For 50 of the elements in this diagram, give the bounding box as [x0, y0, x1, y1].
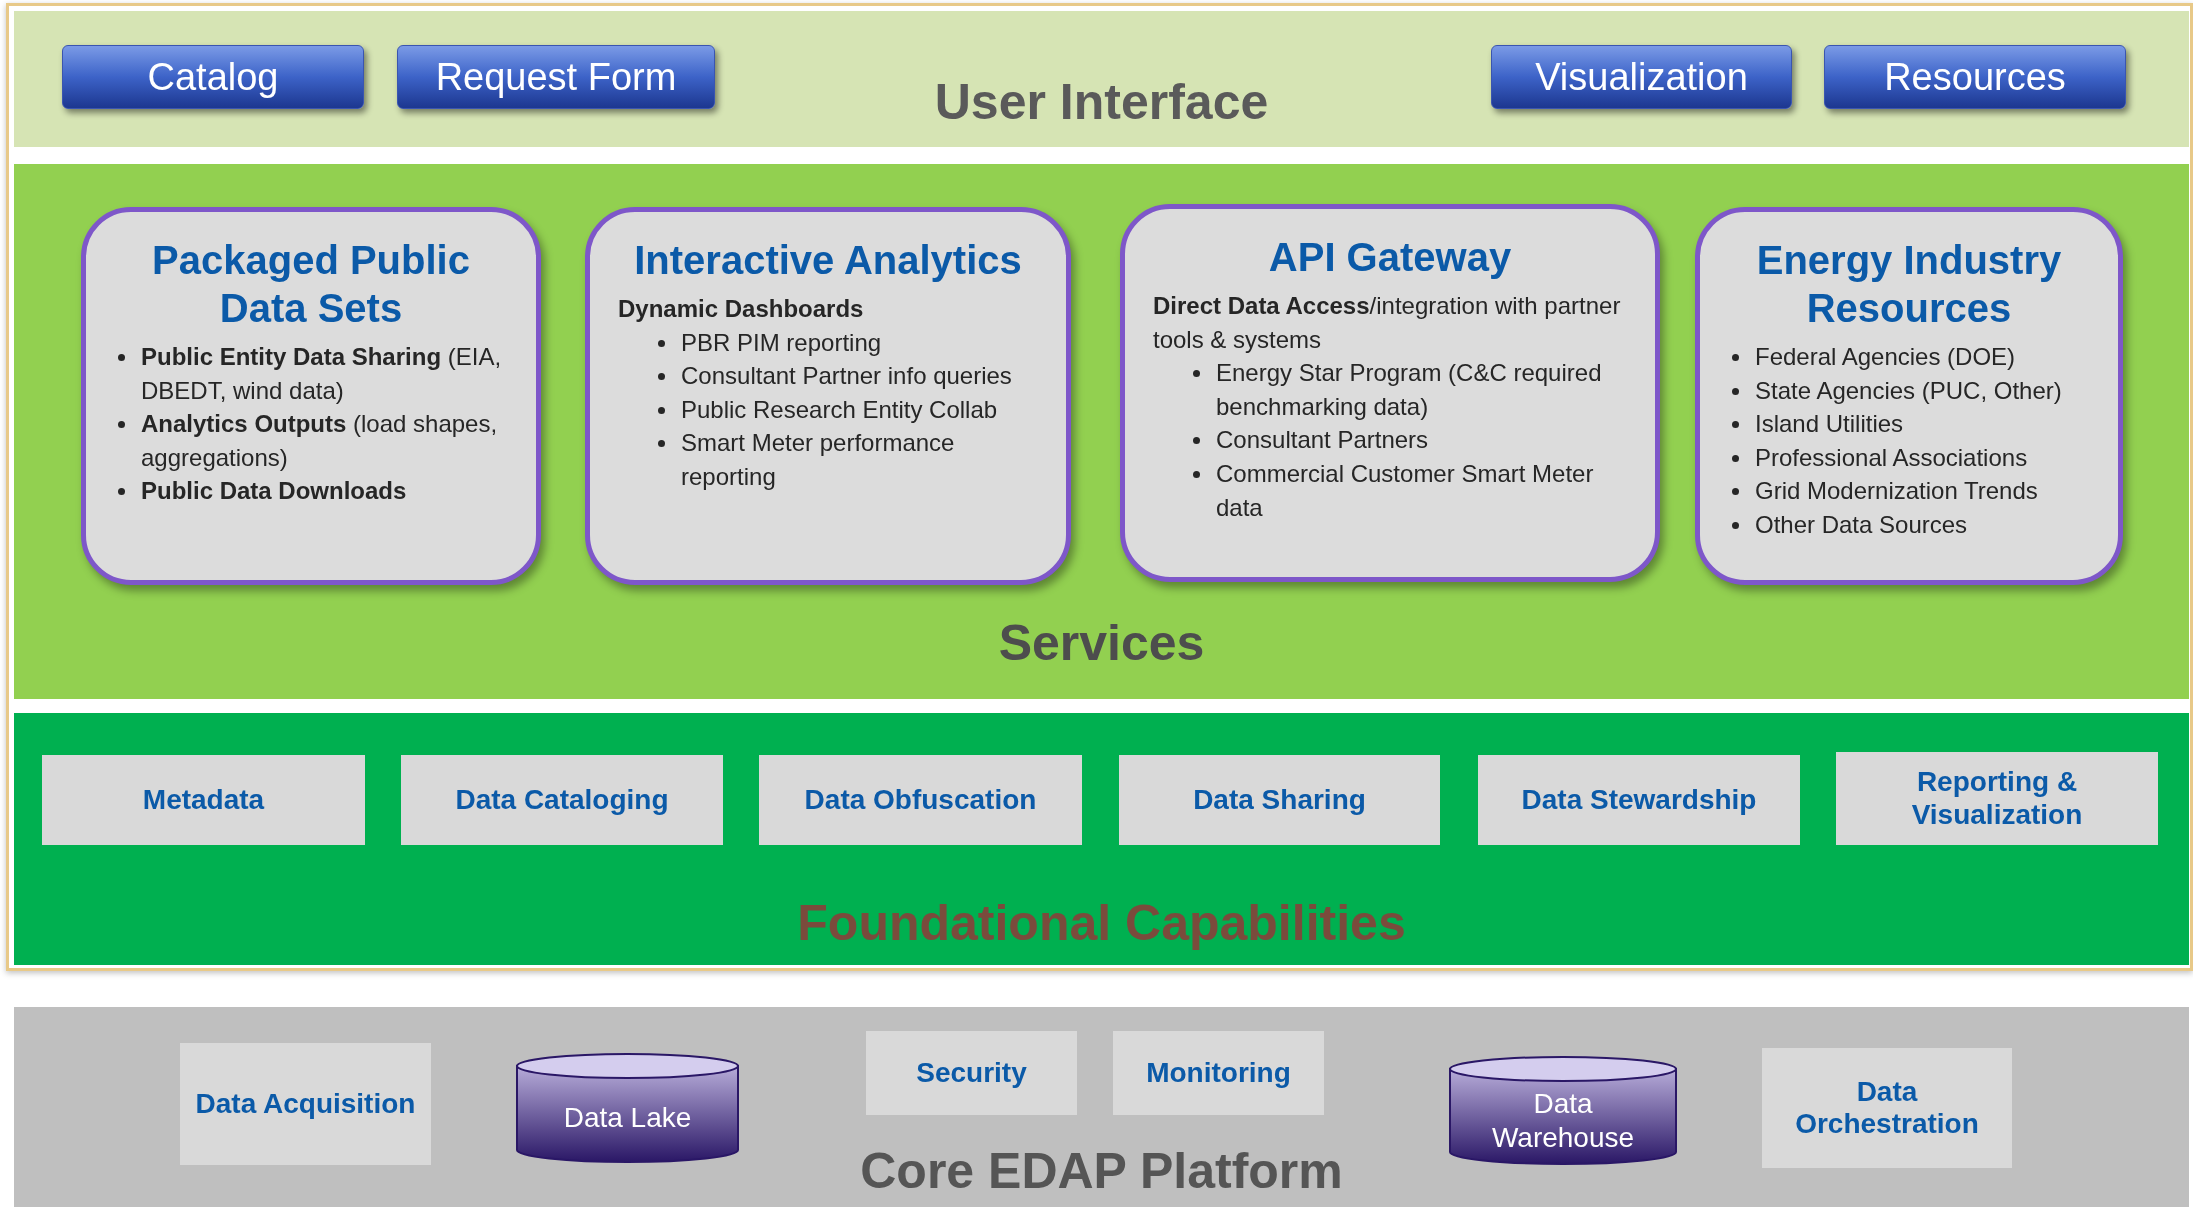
nav-button: Catalog — [62, 45, 364, 109]
card-heading: Packaged Public Data Sets — [151, 237, 471, 332]
bullet-text: Grid Modernization Trends — [1755, 476, 2038, 507]
bullet-text: PBR PIM reporting — [681, 327, 882, 358]
bullet-text: Analytics Outputs (load shapes, aggregations) — [141, 409, 499, 473]
bullet-text: Energy Star Program (C&C required benchmarking data) — [1216, 358, 1603, 422]
nav-button: Visualization — [1491, 45, 1792, 109]
capability-box: Data Cataloging — [401, 755, 723, 845]
nav-button: Resources — [1824, 45, 2126, 109]
bullet-text: Public Research Entity Collab — [681, 394, 998, 425]
database-label: Data Lake — [563, 1101, 692, 1135]
bullet-text: Public Data Downloads — [141, 476, 407, 507]
layer-title: Foundational Capabilities — [797, 898, 1406, 948]
bullet-text: Commercial Customer Smart Meter data — [1216, 458, 1595, 523]
layer-title: User Interface — [934, 77, 1269, 127]
layer-band — [14, 1007, 2189, 1207]
card-text: Dynamic Dashboards — [618, 294, 865, 324]
capability-box: Data Stewardship — [1478, 755, 1800, 845]
capability-box: Monitoring — [1113, 1031, 1324, 1115]
bullet-text: Federal Agencies (DOE) — [1755, 342, 2016, 372]
nav-button: Request Form — [397, 45, 715, 109]
service-card — [81, 207, 541, 585]
service-card — [1695, 207, 2123, 585]
card-heading: API Gateway — [1268, 234, 1512, 281]
bullet-text: Consultant Partners — [1216, 425, 1429, 456]
card-heading: Energy Industry Resources — [1755, 237, 2063, 332]
bullet-text: Professional Associations — [1755, 442, 2028, 473]
capability-box: Data Sharing — [1119, 755, 1440, 845]
capability-box: Metadata — [42, 755, 365, 845]
layer-band — [14, 11, 2189, 147]
service-card — [1120, 204, 1660, 582]
capability-box: Security — [866, 1031, 1077, 1115]
database-label: Data Warehouse — [1490, 1086, 1636, 1155]
service-card — [585, 207, 1071, 585]
bullet-text: State Agencies (PUC, Other) — [1755, 375, 2062, 406]
bullet-text: Smart Meter performance reporting — [681, 428, 956, 492]
card-heading: Interactive Analytics — [634, 237, 1022, 284]
bullet-text: Public Entity Data Sharing (EIA, DBEDT, wind data) — [141, 342, 503, 406]
capability-box: Reporting & Visualization — [1836, 752, 2158, 845]
capability-box: Data Acquisition — [180, 1043, 431, 1165]
bullet-text: Consultant Partner info queries — [681, 361, 1012, 392]
card-text: Direct Data Access/integration with partner tools & systems — [1153, 291, 1622, 355]
layer-band — [14, 713, 2189, 965]
bullet-text: Island Utilities — [1755, 409, 1904, 440]
layer-title: Core EDAP Platform — [860, 1146, 1343, 1196]
capability-box: Data Obfuscation — [759, 755, 1082, 845]
layer-band — [14, 164, 2189, 699]
layer-title: Services — [998, 618, 1205, 668]
capability-box: Data Orchestration — [1762, 1048, 2012, 1168]
bullet-text: Other Data Sources — [1755, 509, 1968, 540]
